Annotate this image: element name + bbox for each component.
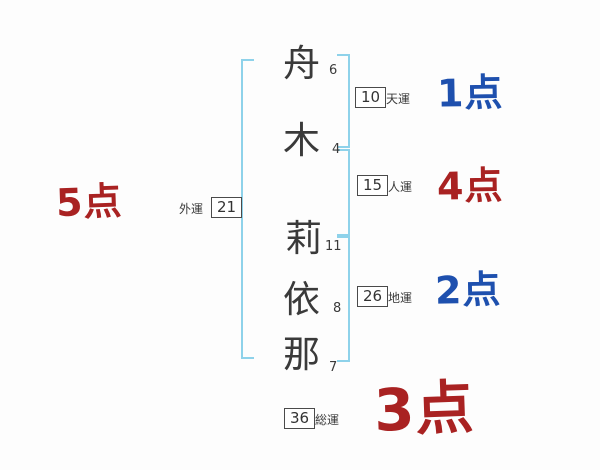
name-char-4-stroke-count: 8 <box>333 301 342 316</box>
earth-luck-score: 2点 <box>434 267 502 313</box>
name-char-3-stroke-count: 11 <box>325 239 342 254</box>
name-char-2-stroke-count: 4 <box>332 142 341 157</box>
earth-luck-label: 地運 <box>388 291 413 305</box>
name-char-5: 那 <box>283 333 320 376</box>
name-char-1: 舟 <box>283 42 320 85</box>
total-luck-score: 3点 <box>372 373 476 445</box>
outer-luck-bracket <box>241 59 254 359</box>
earth-luck-value-box: 26 <box>357 286 389 307</box>
name-char-5-stroke-count: 7 <box>329 360 338 375</box>
name-char-4: 依 <box>283 278 320 321</box>
heaven-luck-label: 天運 <box>386 92 411 106</box>
heaven-luck-score: 1点 <box>436 70 504 116</box>
person-luck-score: 4点 <box>436 163 504 209</box>
heaven-luck-bracket <box>337 54 350 148</box>
heaven-luck-value-box: 10 <box>355 87 387 108</box>
earth-luck-bracket <box>337 236 350 362</box>
outer-luck-score: 5点 <box>55 178 124 226</box>
total-luck-label: 総運 <box>315 413 340 427</box>
name-char-3: 莉 <box>285 217 322 260</box>
person-luck-value-box: 15 <box>357 175 389 196</box>
outer-luck-label: 外運 <box>179 202 204 216</box>
total-luck-value-box: 36 <box>284 408 316 429</box>
name-char-2: 木 <box>283 119 320 162</box>
outer-luck-value-box: 21 <box>211 197 243 218</box>
name-char-1-stroke-count: 6 <box>329 63 338 78</box>
person-luck-bracket <box>337 149 350 236</box>
person-luck-label: 人運 <box>388 180 413 194</box>
